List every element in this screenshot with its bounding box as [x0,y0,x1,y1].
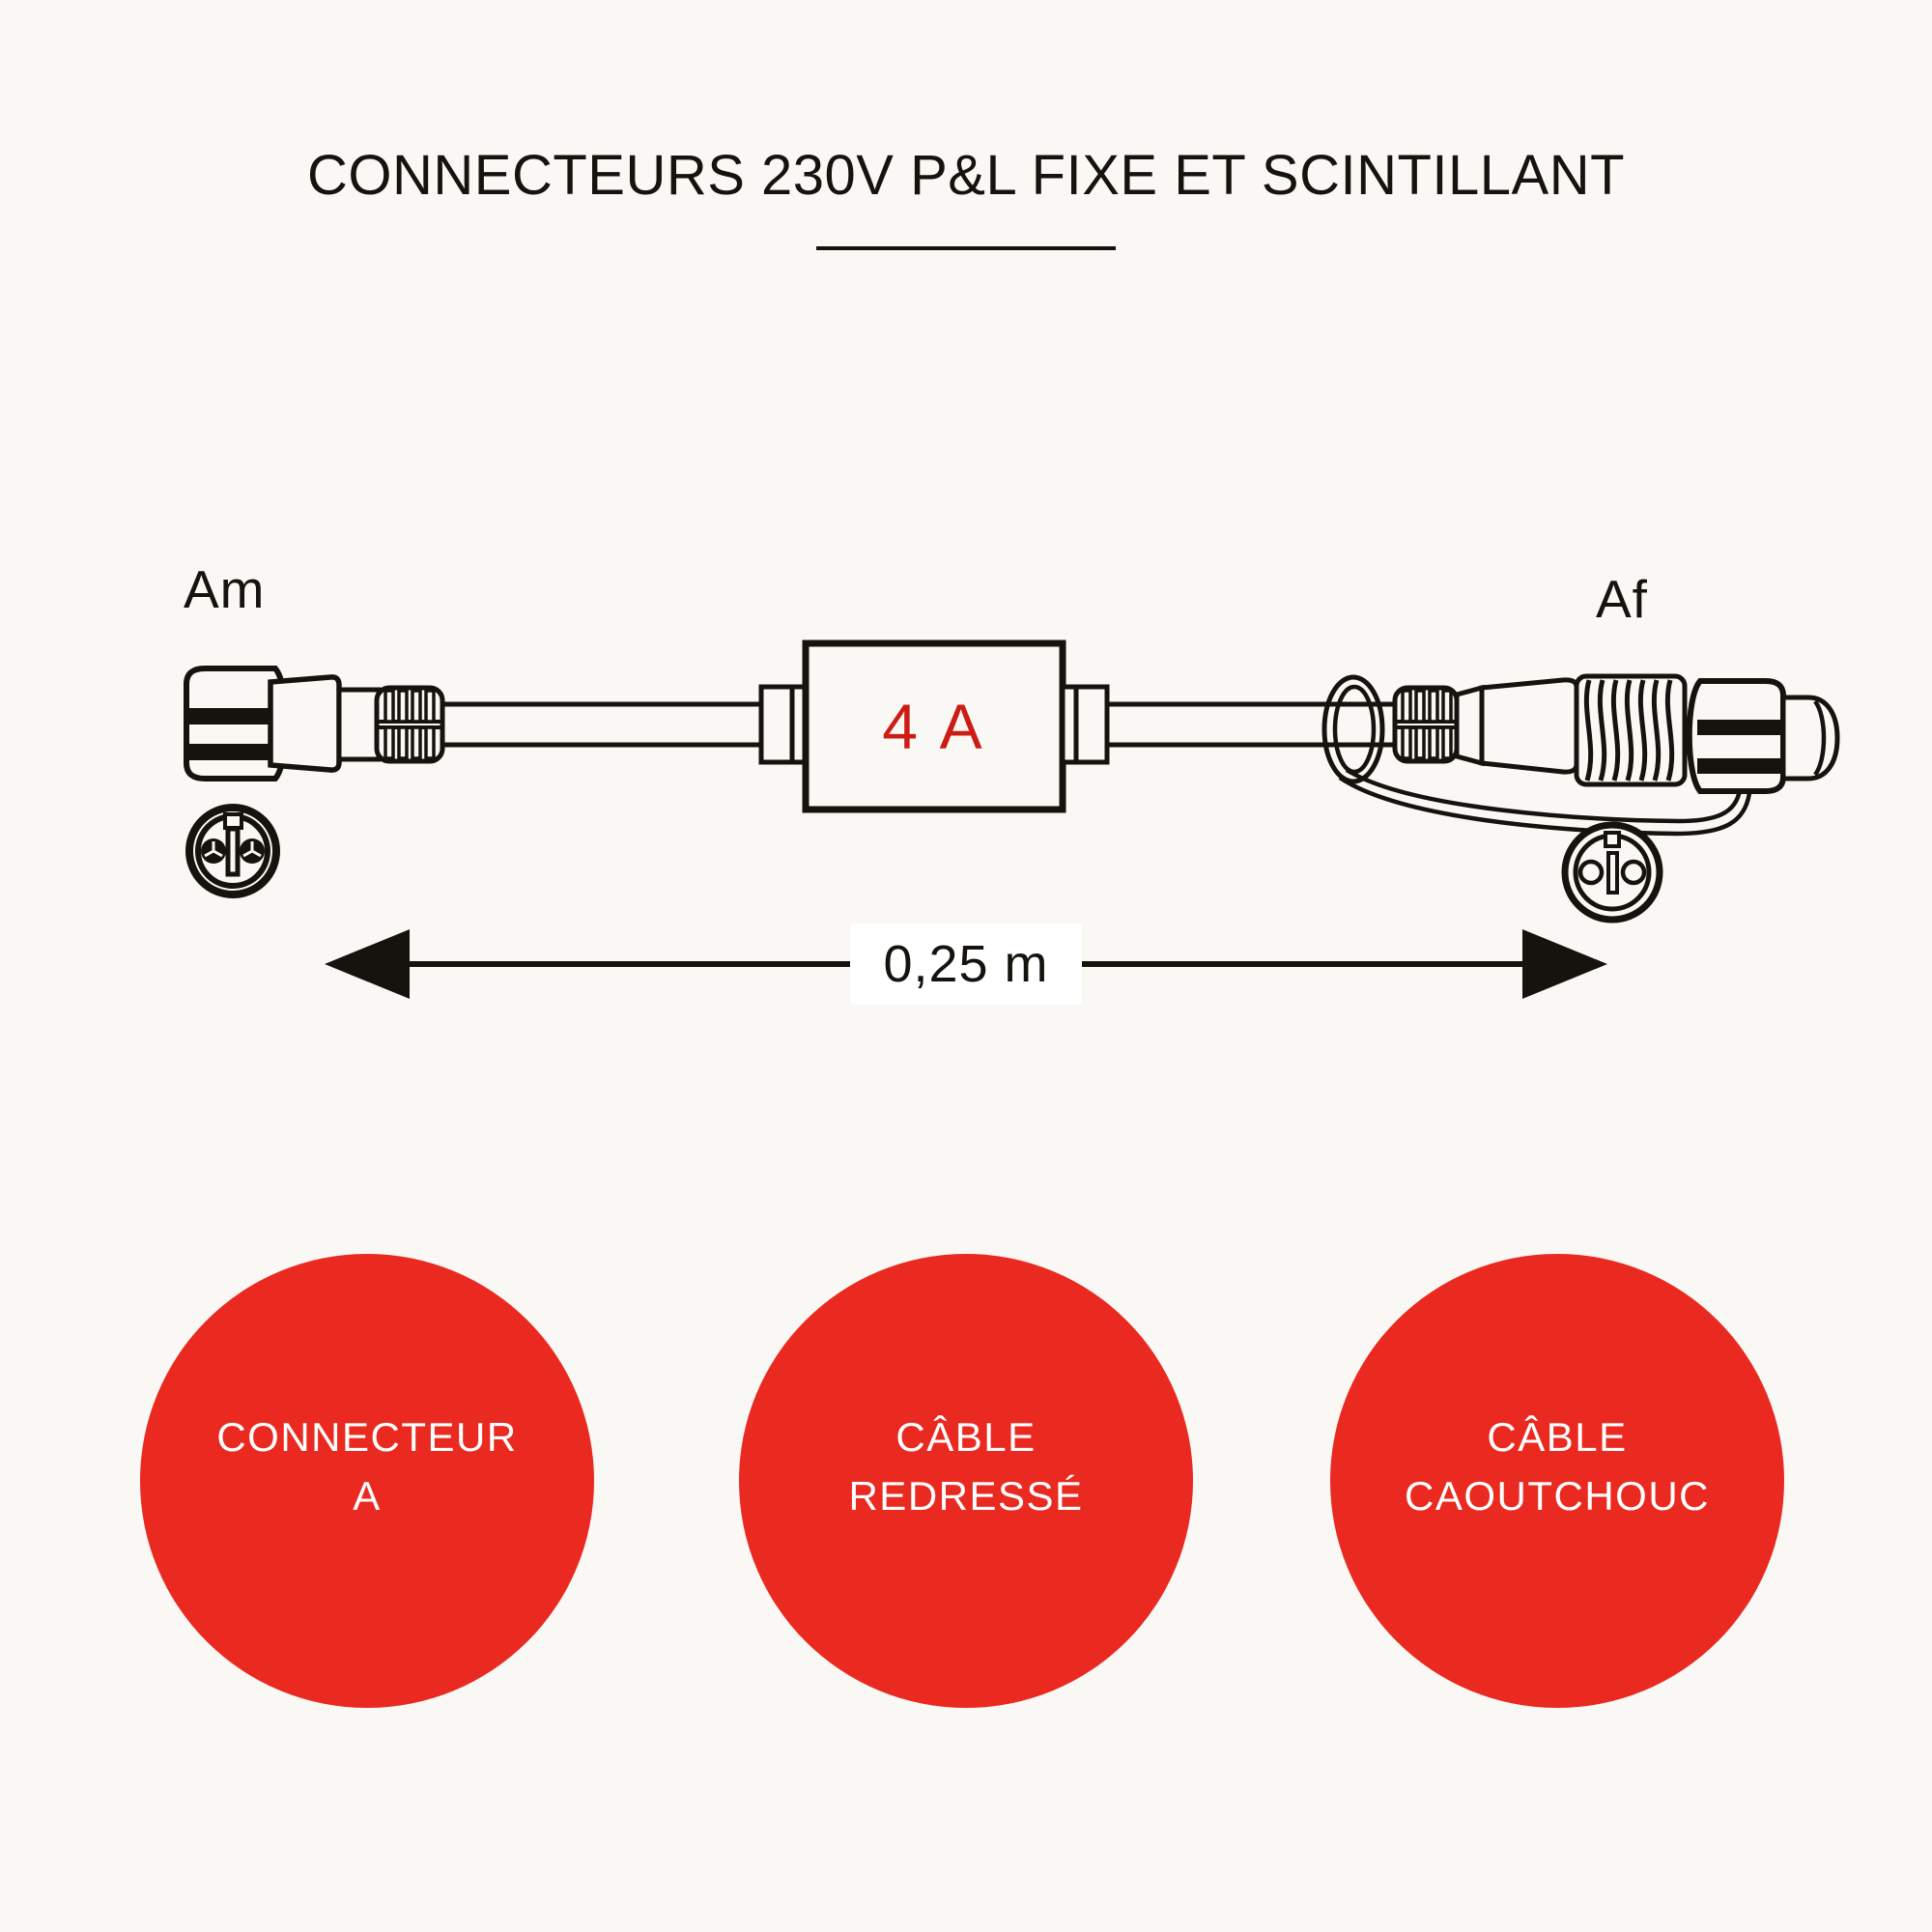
legend-circle-line2: REDRESSÉ [848,1473,1084,1519]
female-connector-face [1561,821,1663,923]
safety-ring [1321,674,1385,784]
label-am: Am [184,559,266,619]
male-connector-drawing [184,666,445,781]
dimension-label: 0,25 m [850,923,1082,1005]
female-connector-cap [1686,678,1840,794]
page-title: CONNECTEURS 230V P&L FIXE ET SCINTILLANT [306,144,1626,207]
cable-left [440,684,809,765]
legend-circle-line2: A [353,1473,382,1519]
amperage-label: 4 A [882,691,986,762]
female-connector-drawing [1392,673,1688,787]
title-underline [816,246,1116,250]
legend-circle-cable-caoutchouc: CÂBLE CAOUTCHOUC [1330,1254,1784,1708]
legend-circle-line2: CAOUTCHOUC [1405,1473,1710,1519]
male-connector-face [185,804,280,898]
cable-right [1060,684,1401,765]
legend-circle-cable-redresse: CÂBLE REDRESSÉ [739,1254,1193,1708]
inline-fuse-box [802,639,1066,813]
legend-circle-connecteur-a: CONNECTEUR A [140,1254,594,1708]
legend-circle-line1: CONNECTEUR [216,1414,518,1461]
label-af: Af [1596,569,1648,629]
legend-circle-line1: CÂBLE [895,1414,1037,1461]
cap-strap [1338,768,1752,837]
legend-circle-line1: CÂBLE [1487,1414,1628,1461]
